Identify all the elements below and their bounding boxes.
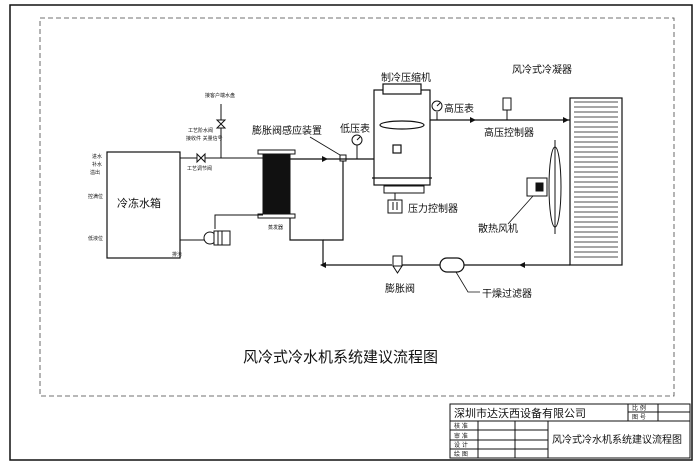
diagram-title: 风冷式冷水机系统建议流程图 — [243, 348, 438, 366]
low-gauge-label: 低压表 — [340, 122, 370, 135]
row-design: 设 计 — [454, 441, 468, 449]
compressor-label: 制冷压缩机 — [381, 71, 431, 84]
outer-frame — [9, 4, 693, 461]
drain-label: 排污 — [172, 251, 182, 258]
fan-icon — [526, 140, 562, 234]
scale-label: 比 例 — [632, 404, 646, 412]
inlet-label: 进水 — [92, 153, 102, 160]
evaporator-label: 蒸发器 — [268, 224, 283, 231]
refrigerant-piping — [289, 119, 570, 266]
filter-label: 干燥过滤器 — [482, 287, 532, 300]
valve-note2: 接收件 关量信号 — [186, 135, 223, 142]
overflow-label: 溢出 — [90, 169, 100, 176]
water-piping — [180, 104, 263, 241]
reg-valve-label: 工艺调节阀 — [187, 165, 212, 172]
exp-valve-label: 膨胀阀 — [385, 282, 415, 295]
pressure-ctrl-label: 压力控制器 — [408, 202, 458, 215]
condenser-label: 风冷式冷凝器 — [512, 63, 572, 76]
compressor-base — [383, 185, 425, 194]
regulating-valve-icon — [196, 152, 206, 164]
tank-label: 冷冻水箱 — [117, 196, 161, 210]
row-review: 审 准 — [454, 432, 468, 440]
title-block — [449, 403, 691, 459]
drawing-no-label: 图 号 — [632, 414, 646, 421]
filter-drier — [439, 257, 465, 273]
pressure-controller-icon — [387, 199, 403, 214]
makeup-label: 补水 — [92, 161, 102, 168]
high-pressure-controller-icon — [502, 97, 512, 111]
high-ctrl-label: 高压控制器 — [484, 126, 534, 139]
level-high-label: 控满位 — [88, 193, 103, 200]
fan-label: 散热风机 — [478, 222, 518, 235]
dashed-border — [39, 17, 675, 397]
flow-arrows — [320, 117, 569, 268]
tank-port-labels: 进水 补水 溢出 控满位 低液位 排污 — [88, 153, 182, 258]
exp-sensor-bulb — [339, 154, 347, 162]
condenser — [569, 97, 623, 266]
row-approve: 核 准 — [454, 422, 468, 430]
company-name: 深圳市达沃西设备有限公司 — [454, 406, 586, 420]
row-draw: 绘 图 — [454, 450, 468, 458]
user-return-label: 接客户端水盘 — [205, 92, 235, 99]
expansion-valve-icon — [392, 255, 403, 274]
level-low-label: 低液位 — [88, 235, 103, 242]
chilled-water-tank — [106, 151, 181, 259]
shutoff-valve-icon — [215, 119, 227, 129]
compressor — [372, 83, 432, 186]
drawing-name: 风冷式冷水机系统建议流程图 — [552, 433, 682, 446]
pump-icon — [203, 230, 231, 246]
evaporator — [257, 149, 296, 219]
exp-sensor-label: 膨胀阀感应装置 — [252, 124, 322, 137]
valve-note1: 工艺阶水阀 — [188, 127, 213, 134]
high-gauge-label: 高压表 — [444, 102, 474, 115]
